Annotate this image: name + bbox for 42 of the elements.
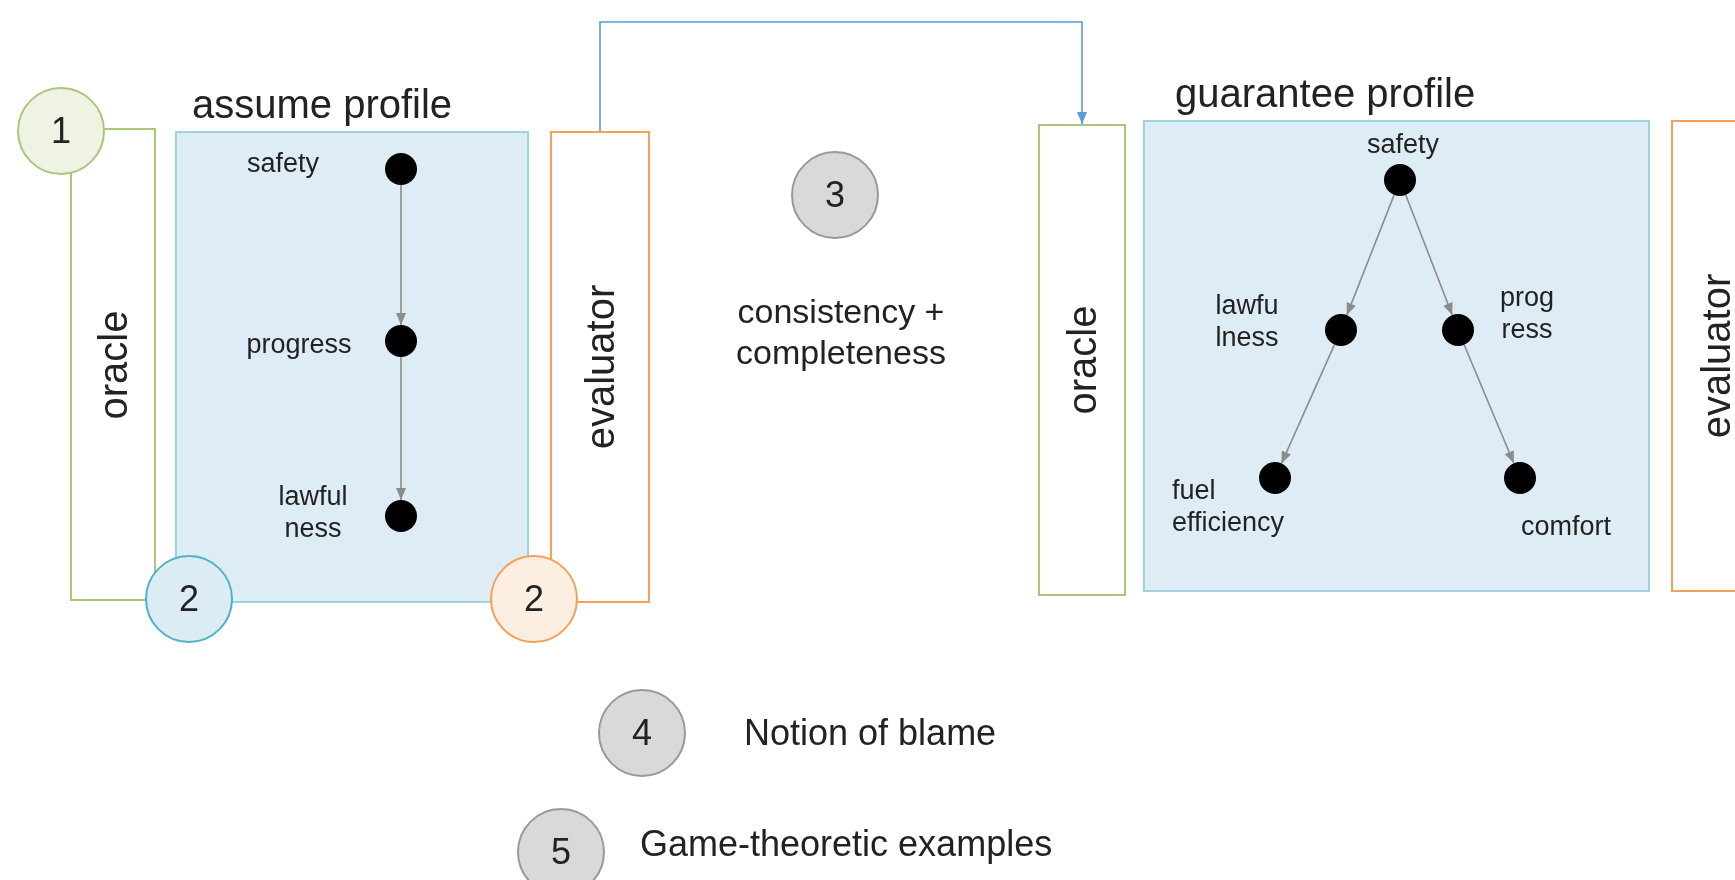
goal-dot <box>1504 462 1536 494</box>
node-label: fuel efficiency <box>1171 473 1285 539</box>
node-label: lawfu lness <box>1215 288 1279 354</box>
goal-dot <box>385 500 417 532</box>
node-label: prog ress <box>1500 280 1554 346</box>
number-circle: 3 <box>791 151 879 239</box>
number-circle: 4 <box>598 689 686 777</box>
node-label: progress <box>246 327 352 361</box>
goal-dot <box>385 325 417 357</box>
number-circle: 2 <box>490 555 578 643</box>
role-box <box>70 128 156 601</box>
node-label: consistency + completeness <box>736 291 946 373</box>
box-label: evaluator <box>577 284 623 450</box>
goal-dot <box>1442 314 1474 346</box>
arrow <box>396 356 406 501</box>
box-label: oracle <box>90 310 136 419</box>
panel-title: guarantee profile <box>1175 71 1476 116</box>
arrow <box>1346 194 1395 316</box>
box-label: oracle <box>1059 305 1105 415</box>
role-box <box>1038 124 1126 596</box>
box-label: evaluator <box>1693 273 1735 439</box>
node-label: lawful ness <box>278 479 348 545</box>
goal-dot <box>1259 462 1291 494</box>
number-circle: 1 <box>17 87 105 175</box>
goal-dot <box>1325 314 1357 346</box>
node-label: Game-theoretic examples <box>640 822 1053 866</box>
arrow <box>396 184 406 326</box>
node-label: safety <box>247 146 319 180</box>
arrow <box>1280 343 1336 465</box>
panel-title: assume profile <box>192 82 453 127</box>
role-box <box>1671 120 1735 592</box>
arrow <box>1463 343 1515 465</box>
number-circle: 2 <box>145 555 233 643</box>
goal-dot <box>385 153 417 185</box>
node-label: comfort <box>1521 509 1611 543</box>
arrow <box>1404 194 1454 316</box>
goal-dot <box>1384 164 1416 196</box>
arrow <box>599 21 1087 132</box>
role-box <box>550 131 650 603</box>
node-label: Notion of blame <box>744 711 997 755</box>
node-label: safety <box>1367 127 1439 161</box>
number-circle: 5 <box>517 808 605 880</box>
